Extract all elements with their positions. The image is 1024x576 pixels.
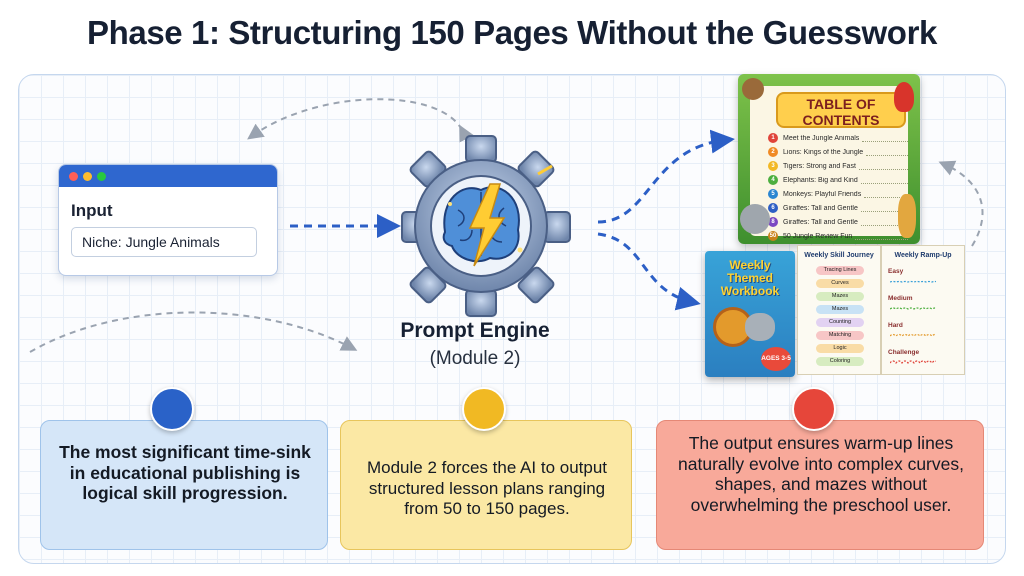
flow-arrow-engine-to-workbook xyxy=(597,232,701,311)
stopwatch-badge xyxy=(150,387,194,431)
toc-item-text: Giraffes: Tall and Gentle xyxy=(783,204,858,212)
elephant-icon xyxy=(745,313,775,341)
toc-item: 8 Giraffes: Tall and Gentle xyxy=(768,216,908,228)
toc-item: 3 Tigers: Strong and Fast xyxy=(768,160,908,172)
skill-journey-item: Logic xyxy=(816,344,864,353)
skill-journey-title: Weekly Skill Journey xyxy=(804,252,874,259)
toc-leader-dots xyxy=(858,163,908,170)
giraffe-icon xyxy=(898,194,916,238)
info-card-module-2-text: Module 2 forces the AI to output structu… xyxy=(366,458,608,518)
skill-journey-item: Tracing Lines xyxy=(816,266,864,275)
toc-item-text: Monkeys: Playful Friends xyxy=(783,190,862,198)
engine-title: Prompt Engine xyxy=(400,319,550,342)
toc-item: 50 50 Jungle Review Fun xyxy=(768,230,908,242)
info-card-output: The output ensures warm-up lines natural… xyxy=(656,420,984,550)
ramp-up-tracing-line xyxy=(890,307,936,310)
ramp-up-tracing-line xyxy=(890,280,936,283)
engine-subtitle: (Module 2) xyxy=(429,348,521,369)
ramp-up-level-label: Easy xyxy=(888,268,904,275)
skill-journey-item: Curves xyxy=(816,279,864,288)
toc-item-number: 1 xyxy=(768,133,778,143)
info-card-time-sink-text: The most significant time-sink in educat… xyxy=(59,442,311,503)
table-of-contents-illustration: TABLE OF CONTENTS 1 Meet the Jungle Anima… xyxy=(738,74,920,244)
toc-item: 4 Elephants: Big and Kind xyxy=(768,174,908,186)
ramp-up-tracing-line xyxy=(890,333,936,337)
page-title: Phase 1: Structuring 150 Pages Without t… xyxy=(87,14,937,51)
window-title-bar xyxy=(59,165,277,187)
ai-chip-badge xyxy=(462,387,506,431)
ramp-up-level-label: Medium xyxy=(888,295,913,302)
toc-item-number: 8 xyxy=(768,217,778,227)
toc-item: 6 Giraffes: Tall and Gentle xyxy=(768,202,908,214)
ramp-up-title: Weekly Ramp-Up xyxy=(894,252,952,259)
input-window: Input Niche: Jungle Animals xyxy=(58,164,278,276)
toc-item: 5 Monkeys: Playful Friends xyxy=(768,188,908,200)
brain-gear-lightning-icon xyxy=(401,135,571,317)
gray-arrow-bottom xyxy=(29,311,358,353)
elephant-icon xyxy=(740,204,770,234)
toc-leader-dots xyxy=(860,205,908,212)
flow-arrow-engine-to-toc xyxy=(597,129,735,224)
toc-item-text: Giraffes: Tall and Gentle xyxy=(783,218,858,226)
skill-journey-item: Matching xyxy=(816,331,864,340)
toc-leader-dots xyxy=(860,177,908,184)
toc-item-text: Lions: Kings of the Jungle xyxy=(783,148,864,156)
ramp-up-level-label: Hard xyxy=(888,322,903,329)
toc-item-number: 3 xyxy=(768,161,778,171)
skill-journey-item: Counting xyxy=(816,318,864,327)
toc-leader-dots xyxy=(862,135,908,142)
toc-item-number: 6 xyxy=(768,203,778,213)
toc-item-number: 2 xyxy=(768,147,778,157)
toc-leader-dots xyxy=(855,233,908,240)
toc-item-text: Tigers: Strong and Fast xyxy=(783,162,856,170)
toc-item-text: 50 Jungle Review Fun xyxy=(783,232,853,240)
niche-input-field[interactable]: Niche: Jungle Animals xyxy=(71,227,257,257)
maximize-dot-icon xyxy=(97,172,106,181)
close-dot-icon xyxy=(69,172,78,181)
info-card-output-text: The output ensures warm-up lines natural… xyxy=(678,433,964,515)
toc-leader-dots xyxy=(860,219,908,226)
workbook-cover-title: Weekly Themed Workbook xyxy=(720,258,780,298)
toc-item: 2 Lions: Kings of the Jungle xyxy=(768,146,908,158)
toc-item: 1 Meet the Jungle Animals xyxy=(768,132,908,144)
skill-journey-item: Mazes xyxy=(816,305,864,314)
workbook-cover: Weekly Themed Workbook AGES 3-5 xyxy=(705,251,795,377)
toc-page: TABLE OF CONTENTS 1 Meet the Jungle Anima… xyxy=(750,86,908,241)
gray-arrow-top xyxy=(247,98,474,143)
toc-item-number: 4 xyxy=(768,175,778,185)
toc-item-text: Meet the Jungle Animals xyxy=(783,134,860,142)
ramp-up-tracing-line xyxy=(890,360,936,364)
parrot-icon xyxy=(894,82,914,112)
skill-journey-item: Mazes xyxy=(816,292,864,301)
ramp-up-level-label: Challenge xyxy=(888,349,920,356)
trend-up-badge xyxy=(792,387,836,431)
skill-journey-item: Coloring xyxy=(816,357,864,366)
toc-leader-dots xyxy=(864,191,908,198)
toc-title: TABLE OF CONTENTS xyxy=(776,92,906,128)
input-label: Input xyxy=(71,201,113,220)
toc-item-text: Elephants: Big and Kind xyxy=(783,176,858,184)
info-card-module-2: Module 2 forces the AI to output structu… xyxy=(340,420,632,550)
toc-item-number: 50 xyxy=(768,231,778,241)
info-card-time-sink: The most significant time-sink in educat… xyxy=(40,420,328,550)
gray-arrow-right xyxy=(938,160,984,247)
monkey-icon xyxy=(742,78,764,100)
toc-leader-dots xyxy=(866,149,908,156)
toc-item-number: 5 xyxy=(768,189,778,199)
minimize-dot-icon xyxy=(83,172,92,181)
toc-list: 1 Meet the Jungle Animals 2 Lions: Kings of… xyxy=(768,132,908,244)
age-badge: AGES 3-5 xyxy=(761,347,791,371)
workbook-illustration: Weekly Themed Workbook AGES 3-5 Weekly S… xyxy=(705,245,967,379)
